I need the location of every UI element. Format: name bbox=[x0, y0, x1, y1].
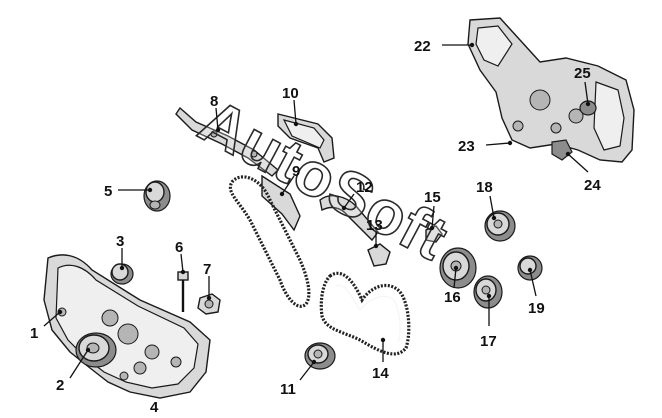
callout-12: 12 bbox=[356, 179, 373, 196]
callout-1: 1 bbox=[30, 325, 38, 342]
callout-17: 17 bbox=[480, 333, 497, 350]
callout-8: 8 bbox=[210, 93, 218, 110]
callout-23: 23 bbox=[458, 138, 475, 155]
callout-14: 14 bbox=[372, 365, 389, 382]
timing-cover-upper bbox=[467, 17, 635, 163]
sensor-6 bbox=[177, 271, 189, 312]
callout-9: 9 bbox=[292, 163, 300, 180]
callout-16: 16 bbox=[444, 289, 461, 306]
callout-2: 2 bbox=[56, 377, 64, 394]
callout-labels: 1 2 3 4 5 6 7 8 9 10 11 12 13 14 15 16 1… bbox=[30, 38, 601, 416]
callout-3: 3 bbox=[116, 233, 124, 250]
timing-chain-upper bbox=[228, 175, 311, 308]
gear-18 bbox=[484, 210, 516, 242]
sprocket-17 bbox=[473, 275, 503, 309]
leader-lines bbox=[43, 42, 591, 381]
bolt-15 bbox=[425, 225, 443, 243]
gear-7 bbox=[197, 293, 221, 315]
callout-19: 19 bbox=[528, 300, 545, 317]
callout-4: 4 bbox=[150, 399, 159, 416]
callout-10: 10 bbox=[282, 85, 299, 102]
idler-pulley-3 bbox=[110, 263, 134, 285]
chain-guide-9 bbox=[261, 174, 301, 232]
callout-7: 7 bbox=[203, 261, 211, 278]
callout-15: 15 bbox=[424, 189, 441, 206]
crank-pulley bbox=[75, 332, 117, 368]
timing-chain-lower bbox=[319, 271, 411, 356]
callout-22: 22 bbox=[414, 38, 431, 55]
callout-18: 18 bbox=[476, 179, 493, 196]
watermark: AutoSoft bbox=[188, 86, 459, 274]
callout-5: 5 bbox=[104, 183, 112, 200]
tensioner-5 bbox=[143, 180, 171, 212]
idler-11 bbox=[304, 342, 336, 370]
callout-11: 11 bbox=[280, 381, 296, 398]
callout-6: 6 bbox=[175, 239, 183, 256]
callout-25: 25 bbox=[574, 65, 591, 82]
callout-24: 24 bbox=[584, 177, 601, 194]
tensioner-13 bbox=[367, 243, 391, 267]
bracket-10 bbox=[277, 113, 335, 163]
callout-13: 13 bbox=[366, 217, 383, 234]
chain-guide-12 bbox=[319, 195, 379, 242]
